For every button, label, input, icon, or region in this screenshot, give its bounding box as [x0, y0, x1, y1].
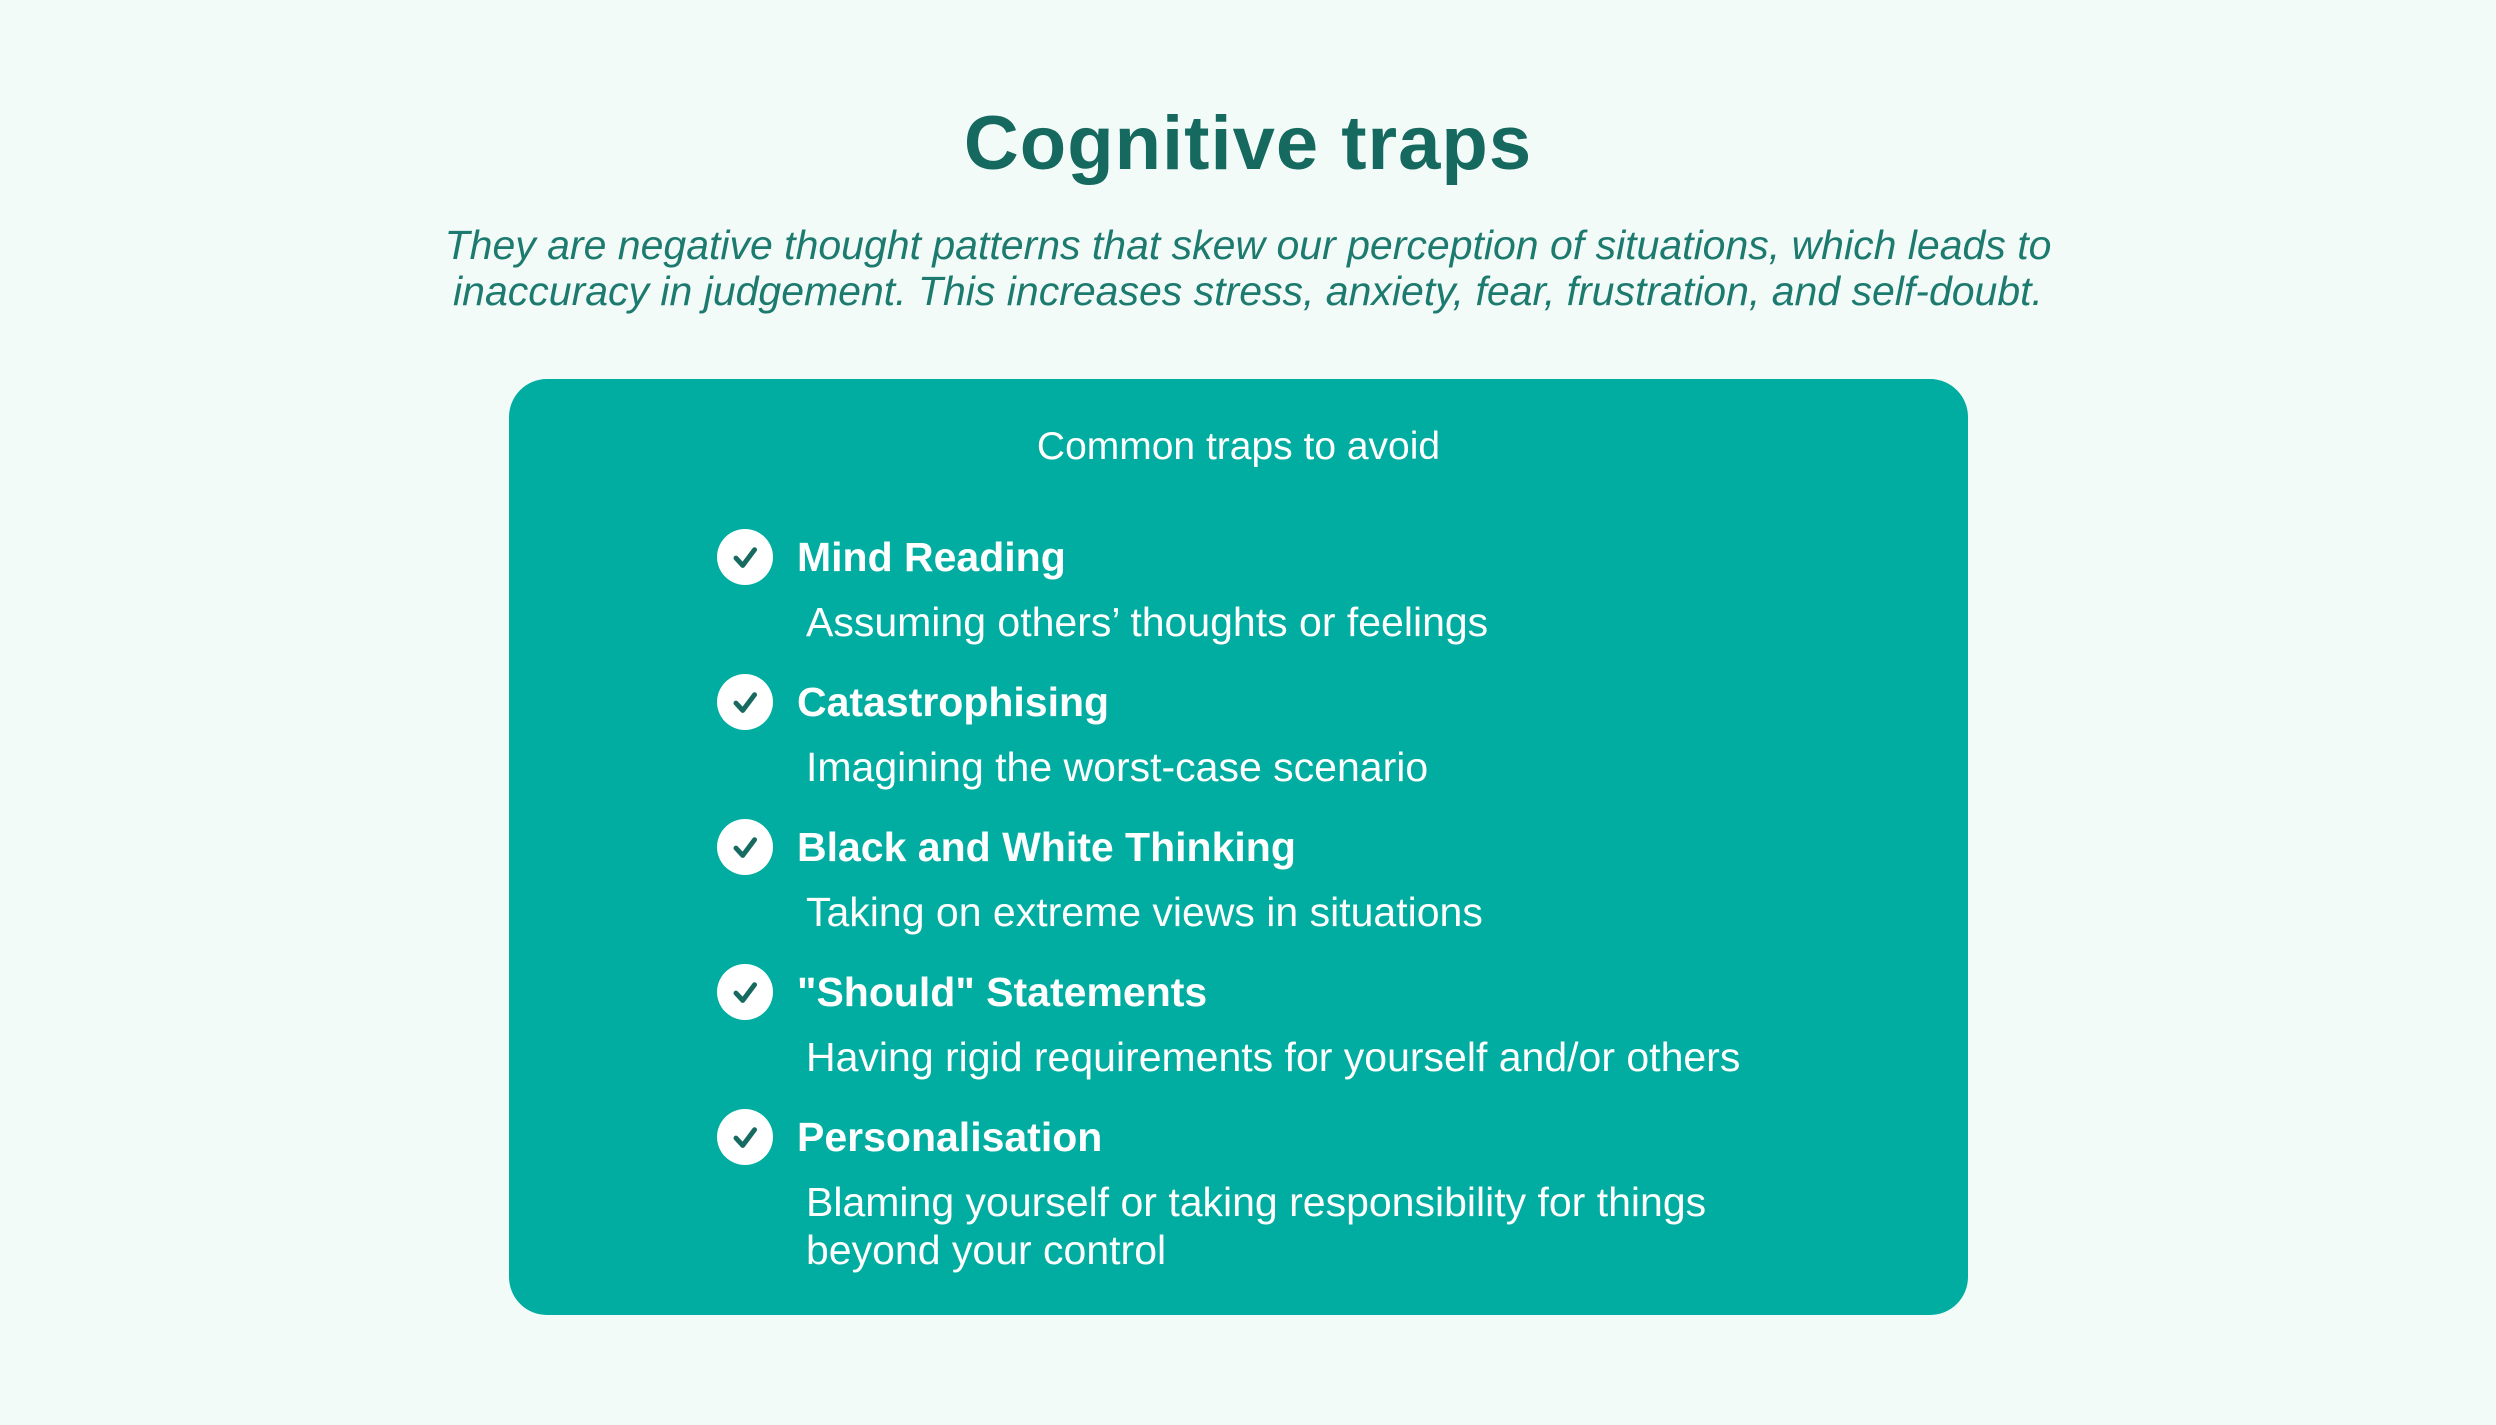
trap-item-catastrophising: Catastrophising Imagining the worst-case…: [717, 674, 1918, 791]
trap-item-text: "Should" Statements Having rigid require…: [797, 964, 1740, 1081]
trap-item-text: Catastrophising Imagining the worst-case…: [797, 674, 1428, 791]
check-circle-icon: [717, 674, 773, 730]
trap-item-personalisation: Personalisation Blaming yourself or taki…: [717, 1109, 1918, 1274]
check-circle-icon: [717, 819, 773, 875]
trap-list: Mind Reading Assuming others’ thoughts o…: [717, 529, 1918, 1302]
trap-item-text: Black and White Thinking Taking on extre…: [797, 819, 1483, 936]
trap-title: Mind Reading: [797, 534, 1066, 580]
trap-item-black-and-white-thinking: Black and White Thinking Taking on extre…: [717, 819, 1918, 936]
check-circle-icon: [717, 529, 773, 585]
trap-title: Personalisation: [797, 1114, 1103, 1160]
trap-item-text: Mind Reading Assuming others’ thoughts o…: [797, 529, 1488, 646]
trap-item-text: Personalisation Blaming yourself or taki…: [797, 1109, 1807, 1274]
trap-title: Black and White Thinking: [797, 824, 1296, 870]
trap-description: Imagining the worst-case scenario: [806, 744, 1429, 790]
trap-item-mind-reading: Mind Reading Assuming others’ thoughts o…: [717, 529, 1918, 646]
trap-description: Blaming yourself or taking responsibilit…: [806, 1179, 1707, 1273]
trap-item-should-statements: "Should" Statements Having rigid require…: [717, 964, 1918, 1081]
trap-description: Taking on extreme views in situations: [806, 889, 1483, 935]
trap-title: "Should" Statements: [797, 969, 1208, 1015]
common-traps-card: Common traps to avoid Mind Reading Assum…: [509, 379, 1968, 1315]
page-title: Cognitive traps: [963, 101, 1533, 186]
page-subtitle: They are negative thought patterns that …: [444, 222, 2052, 314]
trap-description: Assuming others’ thoughts or feelings: [806, 599, 1489, 645]
check-circle-icon: [717, 964, 773, 1020]
trap-description: Having rigid requirements for yourself a…: [806, 1034, 1741, 1080]
trap-title: Catastrophising: [797, 679, 1110, 725]
card-header: Common traps to avoid: [1036, 425, 1441, 468]
check-circle-icon: [717, 1109, 773, 1165]
